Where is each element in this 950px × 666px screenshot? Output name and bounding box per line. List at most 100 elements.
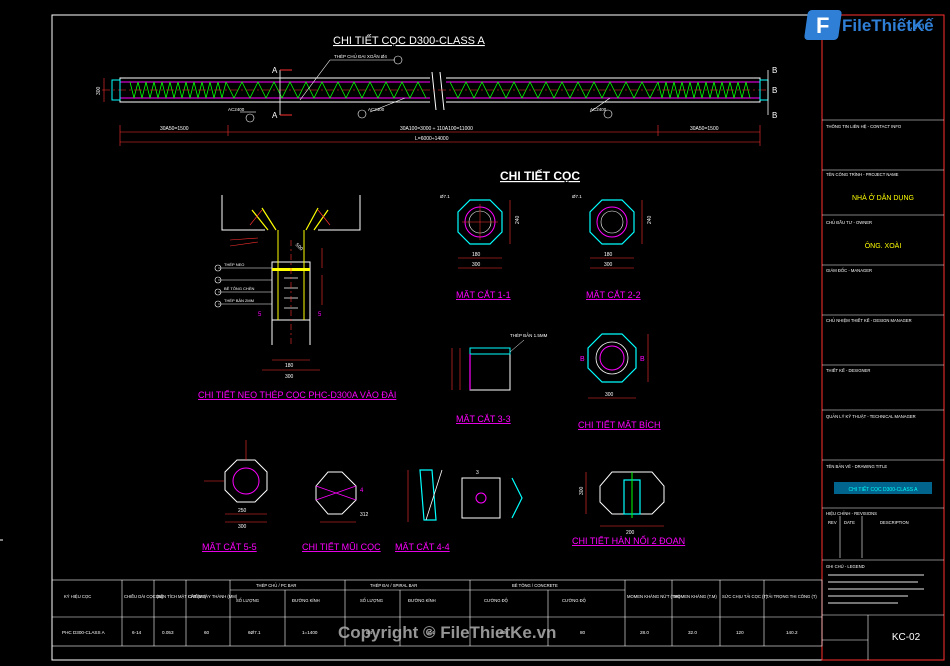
sec5-dim-250: 250 (238, 508, 247, 514)
filethietke-logo: F FileThiếtKế .vn (803, 10, 934, 44)
pile-tip-detail (315, 471, 357, 523)
section-5-5 (204, 440, 268, 523)
anchor-label-2: BÊ TÔNG CHÈN (224, 286, 254, 291)
td-sp-dia: Ø4 (428, 630, 435, 635)
tb-rev-col3: DESCRIPTION (880, 520, 909, 525)
td-length: 6-14 (132, 630, 142, 635)
tb-rev-col1: REV (828, 520, 837, 525)
section-marks: A A B B B (272, 66, 777, 120)
sec1-title: MẶT CẮT 1-1 (456, 290, 511, 300)
th-spiral: THÉP ĐAI / SPIRAL BAR (370, 583, 417, 588)
pile-dimension-lines (103, 78, 761, 146)
weld-dim-200: 200 (626, 530, 635, 536)
td-area: 0.053 (162, 630, 174, 635)
flange-mark-b-l: B (580, 356, 585, 363)
flange-mark-b-r: B (640, 356, 645, 363)
tb-revision: HIỆU CHỈNH - REVISIONS (826, 511, 877, 516)
td-moment: 32.0 (688, 630, 697, 635)
tb-note-label: GHI CHÚ - LEGEND (826, 564, 865, 569)
spec-table-row: PHC D300-CLASS A 6-14 0.053 60 6Ø7.1 1=1… (62, 630, 798, 635)
sec1-dim-180: 180 (472, 252, 481, 258)
weld-dim-300: 300 (579, 486, 585, 495)
td-pc-qty: 6Ø7.1 (248, 630, 261, 635)
ac-label-right: AC2400 (590, 107, 607, 112)
th-moment: MOMEN KHÁNG (T.M) (674, 594, 717, 599)
th-sub-5: CƯỜNG ĐỘ (484, 598, 509, 603)
anchor-mark-5: 5 (258, 312, 262, 318)
anchor-mark-5b: 5 (318, 312, 322, 318)
logo-letter: F (816, 13, 830, 38)
section-4-4 (407, 469, 523, 522)
mark-a-bottom: A (272, 111, 278, 120)
anchor-dim-300: 300 (285, 374, 294, 380)
td-pc-dia: 1=1400 (302, 630, 318, 635)
dim-height: 300 (96, 86, 102, 95)
logo-name: FileThiếtKế (842, 16, 934, 35)
title-block (822, 119, 944, 660)
dim-total: L=6000÷14000 (415, 136, 449, 142)
th-area: DIỆN TÍCH MẶT CẮT (M2) (156, 594, 207, 599)
ac-label-mid: AC2400 (368, 107, 385, 112)
sec2-dim-240: 240 (647, 215, 653, 224)
sec2-dim-180: 180 (604, 252, 613, 258)
tb-project-name: NHÀ Ở DÂN DỤNG (852, 193, 914, 202)
anchor-detail (214, 195, 361, 371)
tb-drawing-title: CHI TIẾT CỌC D300-CLASS A (848, 486, 918, 493)
pile-leaders (240, 55, 613, 123)
tb-owner-name: ÔNG. XOÀI (865, 241, 902, 250)
anchor-detail-title: CHI TIẾT NEO THÉP CỌC PHC-D300A VÀO ĐÀI (198, 390, 396, 400)
title-block-frame (821, 14, 945, 661)
tb-design-manager: CHỦ NHIỆM THIẾT KẾ - DESIGN MANAGER (826, 318, 912, 323)
tb-drawing-title-label: TÊN BẢN VẼ - DRAWING TITLE (826, 464, 887, 469)
spec-table-headers: KÝ HIỆU CỌC CHIỀU DÀI CỌC (M) DIỆN TÍCH … (64, 583, 817, 603)
th-sub-2: ĐƯỜNG KÍNH (292, 598, 320, 603)
tip-mark-4: 4 (360, 488, 364, 494)
weld-title: CHI TIẾT HÀN NỐI 2 ĐOẠN (572, 535, 685, 546)
section-1-1 (457, 199, 511, 269)
th-pc-bar: THÉP CHỦ / PC BAR (256, 583, 296, 588)
mark-b-bottom: B (772, 111, 777, 120)
tb-manager: GIÁM ĐỐC - MANAGER (826, 268, 872, 273)
sec2-leader: Ø7.1 (572, 194, 582, 199)
ring-bar-label: THÉP CHỦ ĐAI XOẮN Ø4 (334, 52, 387, 59)
weld-detail (585, 471, 665, 527)
td-crack-moment: 28.0 (640, 630, 649, 635)
drawing-frame (51, 14, 945, 661)
td-c-str1: 600 (500, 630, 508, 635)
anchor-label-3: THÉP BẢN 2MM (224, 298, 254, 303)
th-sub-6: CƯỜNG ĐỘ (562, 598, 587, 603)
anchor-dim-180: 180 (285, 363, 294, 369)
sec2-title: MẶT CẮT 2-2 (586, 290, 641, 300)
sec1-leader: Ø7.1 (440, 194, 450, 199)
tb-drawing-title-box (834, 482, 932, 494)
th-length: CHIỀU DÀI CỌC (M) (124, 594, 164, 599)
mark-b-top: B (772, 66, 777, 75)
th-thickness: CHIỀU DÀY THÀNH (MM) (188, 594, 238, 599)
section-2-2 (589, 199, 643, 269)
sec4-mark-3: 3 (476, 470, 479, 476)
pile-elevation (102, 71, 769, 111)
flange-detail (587, 333, 649, 399)
tb-rev-col2: DATE (844, 520, 855, 525)
td-pile-code: PHC D300-CLASS A (62, 630, 106, 635)
tip-dim-312: 312 (360, 512, 369, 518)
tb-contact: THÔNG TIN LIÊN HỆ - CONTACT INFO (826, 124, 902, 129)
tb-tech-manager: QUẢN LÝ KỸ THUẬT - TECHNICAL MANAGER (826, 414, 916, 419)
dim-end-right: 30A50=1500 (690, 126, 719, 132)
flange-title: CHI TIẾT MẶT BÍCH (578, 420, 661, 430)
mark-a-top: A (272, 66, 278, 75)
sec1-dim-240: 240 (515, 215, 521, 224)
sec3-label: THÉP BẢN 1.5MM (510, 332, 548, 338)
sec1-dim-300: 300 (472, 262, 481, 268)
sec5-title: MẶT CẮT 5-5 (202, 542, 257, 552)
spec-table (51, 579, 823, 647)
th-sub-1: SỐ LƯỢNG (236, 598, 259, 603)
tb-designer: THIẾT KẾ - DESIGNER (826, 368, 870, 373)
th-sub-3: SỐ LƯỢNG (360, 598, 383, 603)
flange-dim-300: 300 (605, 392, 614, 398)
copyright-watermark: Copyright © FileThietKe.vn (338, 623, 556, 642)
pile-detail-title: CHI TIẾT CỌC D300-CLASS A (333, 34, 485, 47)
anchor-label-1: THÉP NEO (224, 262, 244, 267)
sec5-dim-300: 300 (238, 524, 247, 530)
